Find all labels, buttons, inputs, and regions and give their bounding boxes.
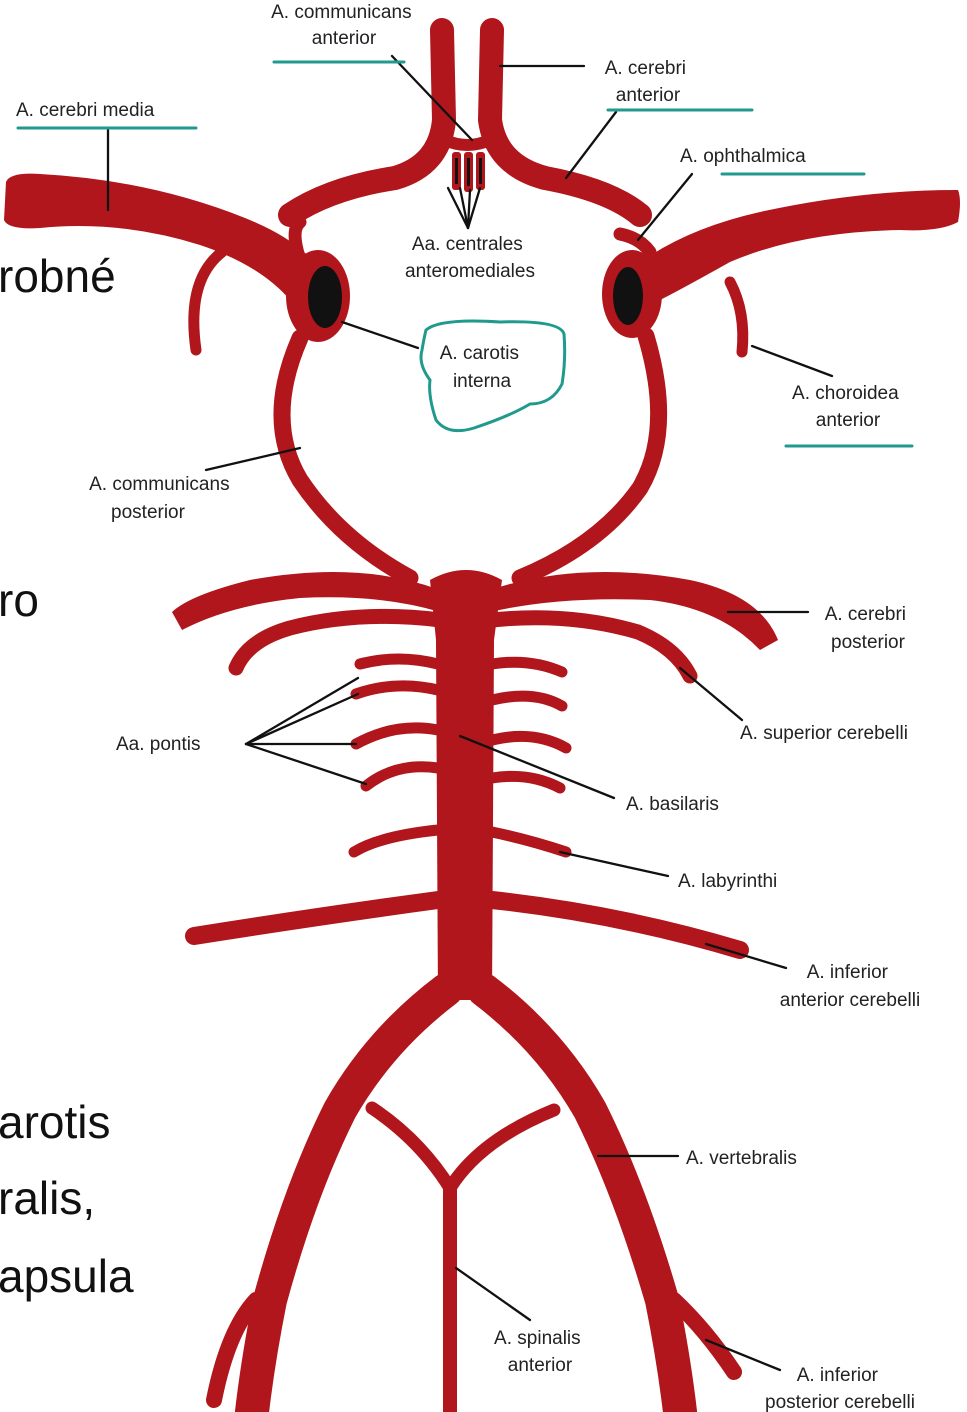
artery-labyrinthi-left bbox=[354, 830, 438, 852]
label-spinalis-anterior: A. spinalis anterior bbox=[494, 1328, 586, 1376]
background-text-line-4: ralis, bbox=[0, 1172, 95, 1224]
background-text-line-2: ro bbox=[0, 574, 39, 626]
label-communicans-anterior: A. communicans anterior bbox=[271, 2, 417, 49]
background-slide-text: robné ro arotis ralis, apsula bbox=[0, 250, 134, 1302]
artery-cerebri-media-right bbox=[630, 190, 960, 300]
artery-cerebri-anterior-left bbox=[290, 30, 444, 215]
artery-ophthalmica-right bbox=[620, 234, 650, 252]
label-inferior-posterior-cerebelli: A. inferior posterior cerebelli bbox=[765, 1365, 915, 1412]
artery-inferior-anterior-cerebelli-right bbox=[492, 900, 740, 950]
label-vertebralis: A. vertebralis bbox=[686, 1148, 797, 1169]
label-cerebri-anterior: A. cerebri anterior bbox=[605, 58, 692, 106]
label-basilaris: A. basilaris bbox=[626, 794, 719, 815]
label-cerebri-posterior: A. cerebri posterior bbox=[825, 604, 912, 653]
label-labyrinthi: A. labyrinthi bbox=[678, 871, 777, 892]
artery-spinalis-anterior bbox=[372, 1108, 554, 1188]
artery-communicans-posterior-left bbox=[282, 338, 410, 578]
artery-communicans-anterior bbox=[445, 140, 490, 145]
background-text-line-5: apsula bbox=[0, 1250, 134, 1302]
label-centrales-anteromediales: Aa. centrales anteromediales bbox=[405, 234, 535, 282]
label-choroidea-anterior: A. choroidea anterior bbox=[792, 383, 904, 431]
background-text-line-1: robné bbox=[0, 250, 116, 302]
label-inferior-anterior-cerebelli: A. inferior anterior cerebelli bbox=[780, 962, 920, 1011]
artery-choroidea-anterior-right bbox=[730, 282, 743, 352]
artery-centrales-anteromediales bbox=[452, 152, 485, 192]
label-pontis: Aa. pontis bbox=[116, 734, 201, 755]
label-cerebri-media: A. cerebri media bbox=[16, 100, 155, 121]
artery-inferior-anterior-cerebelli-left bbox=[194, 900, 438, 936]
label-carotis-interna: A. carotis interna bbox=[440, 343, 524, 392]
artery-vertebralis-left bbox=[252, 990, 446, 1412]
label-superior-cerebelli: A. superior cerebelli bbox=[740, 723, 908, 744]
background-text-line-3: arotis bbox=[0, 1096, 110, 1148]
label-communicans-posterior: A. communicans posterior bbox=[89, 474, 235, 523]
artery-labyrinthi-right bbox=[492, 832, 566, 852]
artery-communicans-posterior-right bbox=[520, 336, 659, 578]
label-ophthalmica: A. ophthalmica bbox=[680, 146, 806, 167]
artery-basilaris bbox=[430, 570, 502, 1000]
artery-choroidea-anterior-left bbox=[194, 252, 222, 350]
artery-ophthalmica-left bbox=[295, 222, 300, 260]
